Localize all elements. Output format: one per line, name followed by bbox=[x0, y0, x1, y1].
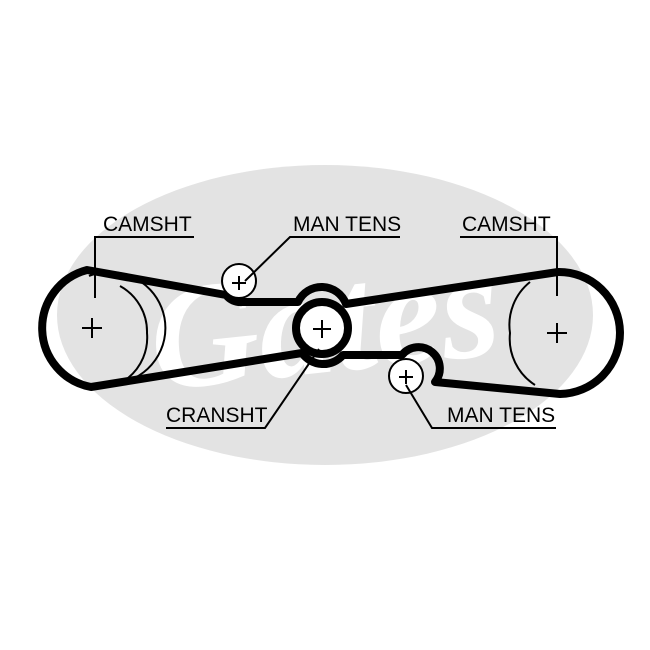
camshaft-left-pulley bbox=[82, 271, 167, 381]
label-camshaft-left: CAMSHT bbox=[103, 213, 192, 236]
camshaft-right-rim bbox=[508, 281, 536, 386]
leader-camshaft-left bbox=[94, 236, 194, 298]
camshaft-left-rim-inner bbox=[119, 285, 149, 379]
leader-lines bbox=[94, 236, 558, 429]
leader-camshaft-right bbox=[460, 236, 558, 296]
timing-belt bbox=[38, 266, 624, 398]
crankshaft-center-cross bbox=[313, 320, 331, 338]
tensioner-upper-center-cross bbox=[232, 276, 246, 290]
label-tensioner-upper: MAN TENS bbox=[293, 213, 401, 236]
leader-crankshaft bbox=[166, 348, 320, 429]
label-tensioner-lower: MAN TENS bbox=[447, 404, 555, 427]
camshaft-right-center-cross bbox=[547, 323, 567, 343]
leader-tensioner-lower bbox=[405, 384, 556, 429]
tensioner-upper-pulley bbox=[221, 263, 257, 299]
crankshaft-pulley bbox=[292, 298, 352, 358]
camshaft-left-rim bbox=[88, 271, 167, 381]
label-crankshaft: CRANSHT bbox=[166, 404, 268, 427]
tensioner-lower-pulley bbox=[388, 358, 424, 394]
camshaft-right-pulley bbox=[508, 281, 567, 386]
leader-tensioner-upper bbox=[244, 236, 400, 282]
label-camshaft-right: CAMSHT bbox=[462, 213, 551, 236]
camshaft-left-center-cross bbox=[82, 318, 102, 338]
tensioner-lower-center-cross bbox=[399, 370, 413, 384]
